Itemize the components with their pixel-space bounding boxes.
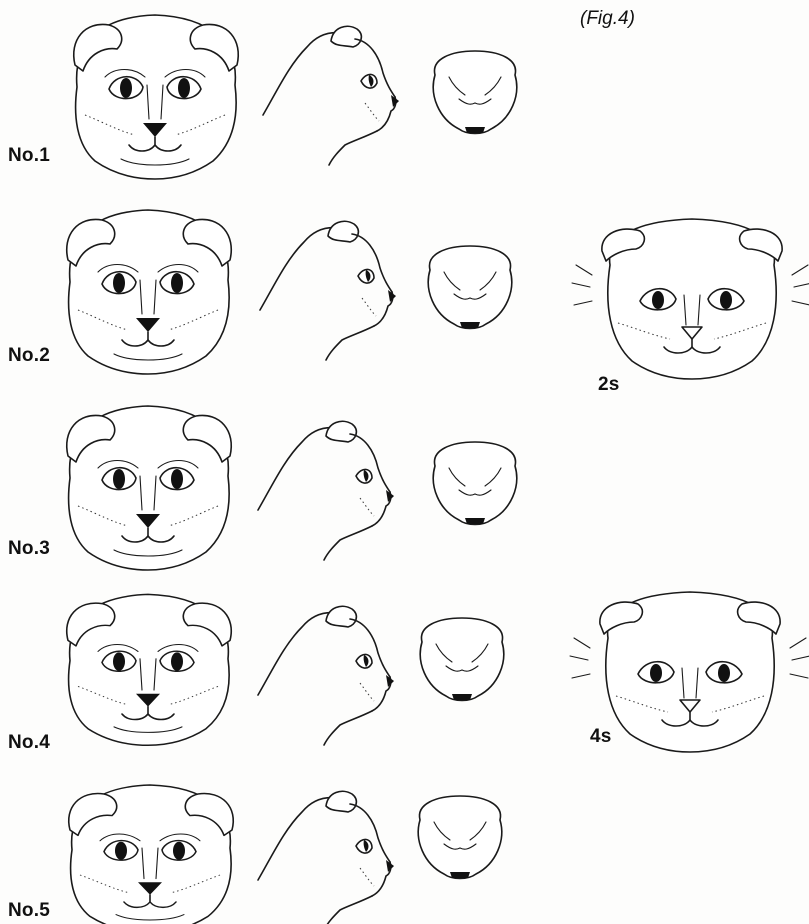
row-1-nose-pad [433,51,516,134]
row-5-nose-pad [418,796,501,879]
row-5-label: No.5 [8,900,50,922]
row-2-front-face [67,210,232,374]
row-3-profile [258,421,394,560]
row-4-label: No.4 [8,732,50,754]
side-label-2s: 2s [598,374,620,396]
row-1-profile [263,26,399,165]
row-2-profile [260,221,396,360]
row-4-nose-pad [420,618,503,701]
row-2-nose-pad [428,246,511,329]
row-1-front-face [74,15,239,179]
row-1-label: No.1 [8,145,50,167]
row-2-label: No.2 [8,345,50,367]
side-label-4s: 4s [590,726,612,748]
row-3-nose-pad [433,442,516,525]
row-4-profile [258,606,394,745]
row-3-label: No.3 [8,538,50,560]
row-4-front-face [67,594,232,745]
row-3-front-face [67,406,232,570]
side-face-2s [572,219,809,379]
row-5-profile [258,791,394,924]
row-5-front-face [69,785,234,924]
